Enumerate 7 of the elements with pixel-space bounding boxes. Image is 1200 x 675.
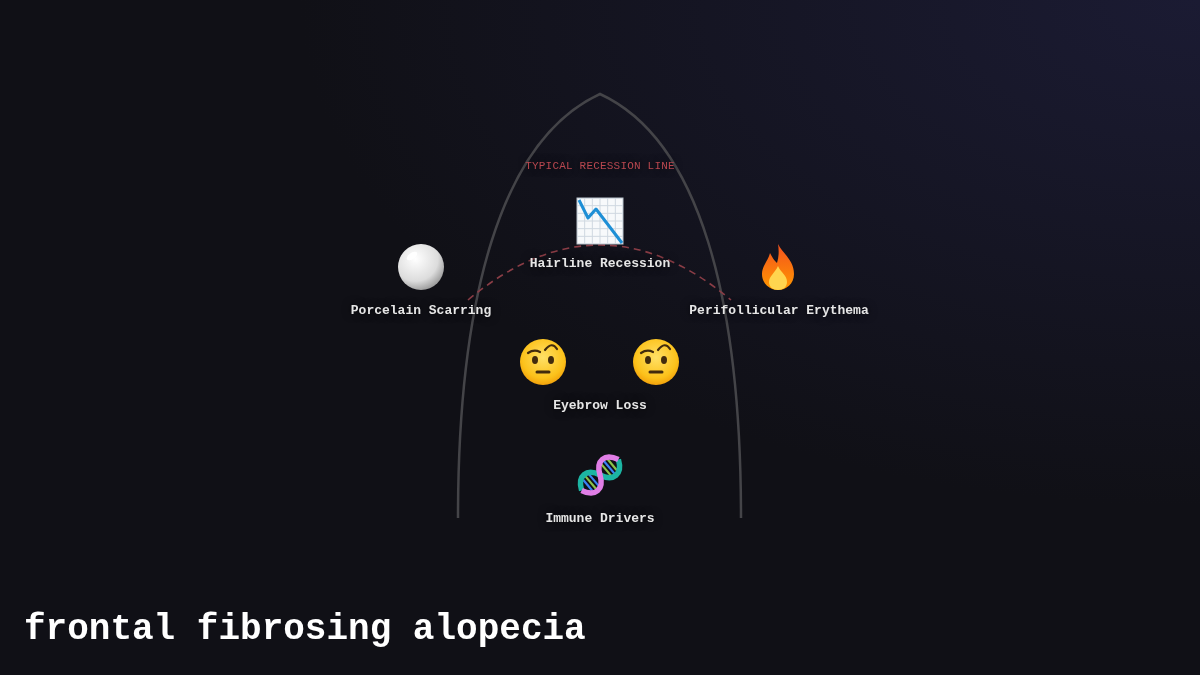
feature-label: Hairline Recession	[529, 256, 671, 272]
feature-label: Immune Drivers	[545, 511, 655, 527]
feature-label: Porcelain Scarring	[350, 303, 492, 319]
feature-label: Perifollicular Erythema	[689, 303, 869, 319]
recession-line-label: TYPICAL RECESSION LINE	[525, 159, 675, 174]
diagram-title: frontal fibrosing alopecia	[24, 608, 586, 652]
feature-label: Eyebrow Loss	[553, 398, 647, 414]
